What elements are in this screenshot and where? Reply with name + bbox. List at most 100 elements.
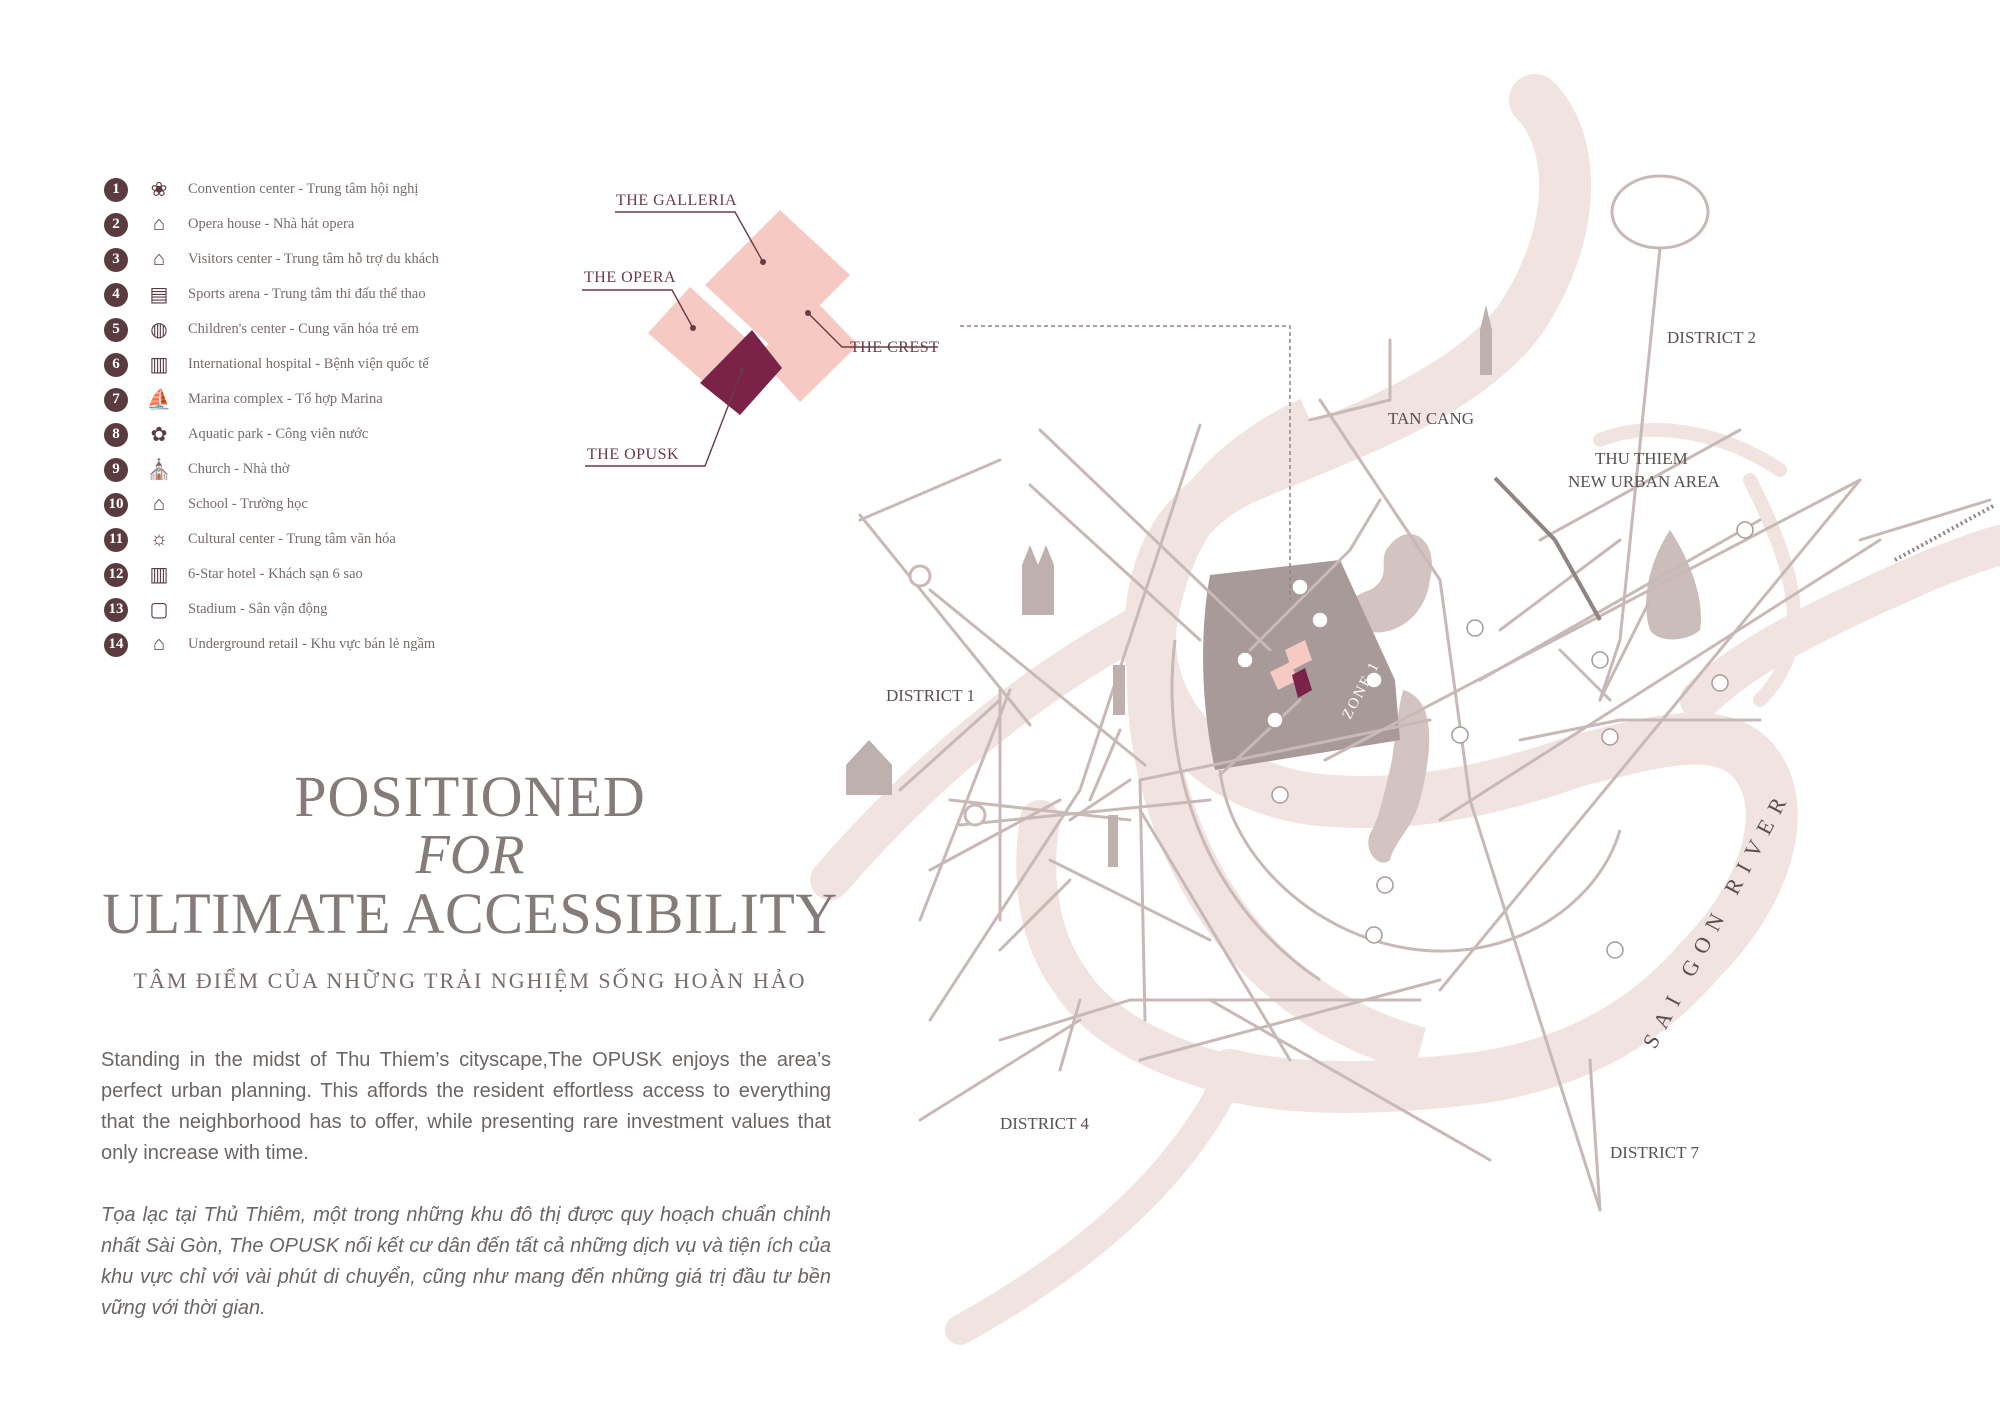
roundabout-2 — [963, 803, 987, 827]
bridge-segment-2 — [1553, 539, 1602, 621]
visitors-center-icon: ⌂ — [152, 248, 165, 270]
district-7-label: DISTRICT 7 — [1610, 1143, 1699, 1162]
legend-label: Church - Nhà thờ — [188, 461, 290, 477]
district-4-label: DISTRICT 4 — [1000, 1114, 1089, 1133]
river-bend — [1126, 399, 1427, 1073]
river-label: SAI GON RIVER — [1637, 784, 1795, 1052]
tan-cang-label: TAN CANG — [1388, 409, 1474, 428]
legend-item: 2 ⌂ Opera house - Nhà hát opera — [104, 207, 524, 242]
opera-label: THE OPERA — [584, 269, 676, 286]
ring-road-2 — [1170, 639, 1321, 982]
title-line-3: ULTIMATE ACCESSIBILITY — [102, 881, 838, 946]
opusk-label: THE OPUSK — [587, 446, 679, 463]
legend-item: 3 ⌂ Visitors center - Trung tâm hỗ trợ du … — [104, 242, 524, 277]
title-line-2: FOR — [415, 824, 525, 886]
amenity-legend: 1❀Convention center - Trung tâm hội nghị… — [104, 172, 524, 662]
hospital-icon: ▥ — [149, 354, 169, 376]
legend-number: 2 — [104, 212, 128, 237]
legend-label: Aquatic park - Công viên nước — [188, 426, 369, 442]
shop-icon: ⌂ — [152, 633, 165, 655]
thu-thiem-label: THU THIEM — [1595, 449, 1688, 468]
saigon-river — [810, 74, 2000, 1345]
legend-item: 5 ◍ Children's center - Cung văn hóa trẻ e… — [104, 312, 524, 347]
legend-number: 10 — [104, 492, 128, 517]
thu-thiem-island — [1646, 530, 1701, 640]
sailboat-icon: ⛵ — [146, 389, 172, 411]
legend-number: 8 — [104, 422, 128, 447]
legend-label: Visitors center - Trung tâm hỗ trợ du kh… — [188, 251, 439, 267]
legend-label: 6-Star hotel - Khách sạn 6 sao — [188, 566, 363, 582]
legend-item: 13 ▢ Stadium - Sân vận động — [104, 592, 524, 627]
arena-icon: ▤ — [149, 284, 169, 306]
title-line-1: POSITIONED — [294, 764, 646, 829]
globe-icon: ◍ — [150, 319, 168, 341]
legend-number: 12 — [104, 562, 128, 587]
paragraph-vietnamese: Tọa lạc tại Thủ Thiêm, một trong những k… — [101, 1204, 831, 1319]
legend-item: 4 ▤ Sports arena - Trung tâm thi đấu thể t… — [104, 277, 524, 312]
legend-item: 9 ⛪ Church - Nhà thờ — [104, 452, 524, 487]
legend-label: Children's center - Cung văn hóa trẻ em — [188, 321, 419, 337]
stadium-icon: ▢ — [149, 599, 169, 621]
legend-item: 7 ⛵ Marina complex - Tổ hợp Marina — [104, 382, 524, 417]
central-lake — [1343, 533, 1432, 633]
legend-label: International hospital - Bệnh viện quốc … — [188, 356, 429, 372]
opera-marker — [1270, 662, 1298, 690]
legend-label: Underground retail - Khu vực bán lẻ ngầm — [188, 636, 436, 652]
subtitle: TÂM ĐIỂM CỦA NHỮNG TRẢI NGHIỆM SỐNG HOÀN… — [133, 968, 807, 993]
legend-label: Marina complex - Tổ hợp Marina — [188, 391, 383, 407]
railway-track — [1894, 503, 1996, 562]
legend-item: 11 ☼ Cultural center - Trung tâm văn hóa — [104, 522, 524, 557]
legend-label: School - Trường học — [188, 496, 308, 512]
opusk-marker — [1292, 668, 1312, 698]
galleria-block — [705, 210, 850, 350]
legend-label: Convention center - Trung tâm hội nghị — [188, 181, 419, 197]
legend-item: 10 ⌂ School - Trường học — [104, 487, 524, 522]
legend-label: Cultural center - Trung tâm văn hóa — [188, 531, 396, 547]
legend-number: 13 — [104, 597, 128, 622]
school-icon: ⌂ — [152, 493, 165, 515]
landmarks — [846, 305, 1492, 867]
legend-item: 14 ⌂ Underground retail - Khu vực bán lẻ n… — [104, 627, 524, 662]
district-2-label: DISTRICT 2 — [1667, 328, 1756, 347]
legend-item: 6 ▥ International hospital - Bệnh viện quố… — [104, 347, 524, 382]
opera-block — [648, 287, 748, 383]
legend-number: 11 — [104, 527, 128, 552]
legend-item: 1❀Convention center - Trung tâm hội nghị — [104, 172, 524, 207]
crest-block — [757, 300, 858, 402]
legend-number: 4 — [104, 282, 128, 307]
legend-label: Sports arena - Trung tâm thi đấu thể tha… — [188, 286, 426, 302]
legend-number: 5 — [104, 317, 128, 342]
aquatic-park-icon: ✿ — [150, 424, 168, 446]
title-block: POSITIONED FOR ULTIMATE ACCESSIBILITY TÂ… — [100, 768, 840, 994]
leader-line — [960, 325, 1291, 600]
hotel-icon: ▥ — [149, 564, 169, 586]
new-urban-area-label: NEW URBAN AREA — [1568, 472, 1720, 491]
legend-number: 14 — [104, 632, 128, 657]
block-diagram: THE GALLERIA THE OPERA THE CREST THE OPU… — [582, 192, 939, 467]
legend-number: 6 — [104, 352, 128, 377]
church-icon: ⛪ — [146, 459, 172, 481]
opera-house-icon: ⌂ — [152, 213, 165, 235]
sun-icon: ☼ — [149, 528, 169, 550]
legend-number: 7 — [104, 387, 128, 412]
lotus-icon: ❀ — [150, 179, 168, 201]
legend-number: 9 — [104, 457, 128, 482]
galleria-marker — [1285, 640, 1312, 670]
legend-item: 8 ✿ Aquatic park - Công viên nước — [104, 417, 524, 452]
lake-channel — [1368, 690, 1430, 863]
map-markers — [1236, 521, 1754, 959]
galleria-label: THE GALLERIA — [616, 192, 737, 209]
roundabout-1 — [908, 564, 932, 588]
district-1-label: DISTRICT 1 — [886, 686, 975, 705]
roads — [858, 246, 1992, 1212]
legend-label: Opera house - Nhà hát opera — [188, 216, 355, 232]
bridge-segment — [1493, 476, 1557, 542]
legend-item: 12 ▥ 6-Star hotel - Khách sạn 6 sao — [104, 557, 524, 592]
legend-number: 3 — [104, 247, 128, 272]
roundabout-oval — [1610, 174, 1710, 250]
crest-label: THE CREST — [850, 339, 939, 356]
legend-label: Stadium - Sân vận động — [188, 601, 328, 617]
paragraph-english: Standing in the midst of Thu Thiem’s cit… — [101, 1049, 831, 1164]
ring-road — [1218, 769, 1622, 953]
